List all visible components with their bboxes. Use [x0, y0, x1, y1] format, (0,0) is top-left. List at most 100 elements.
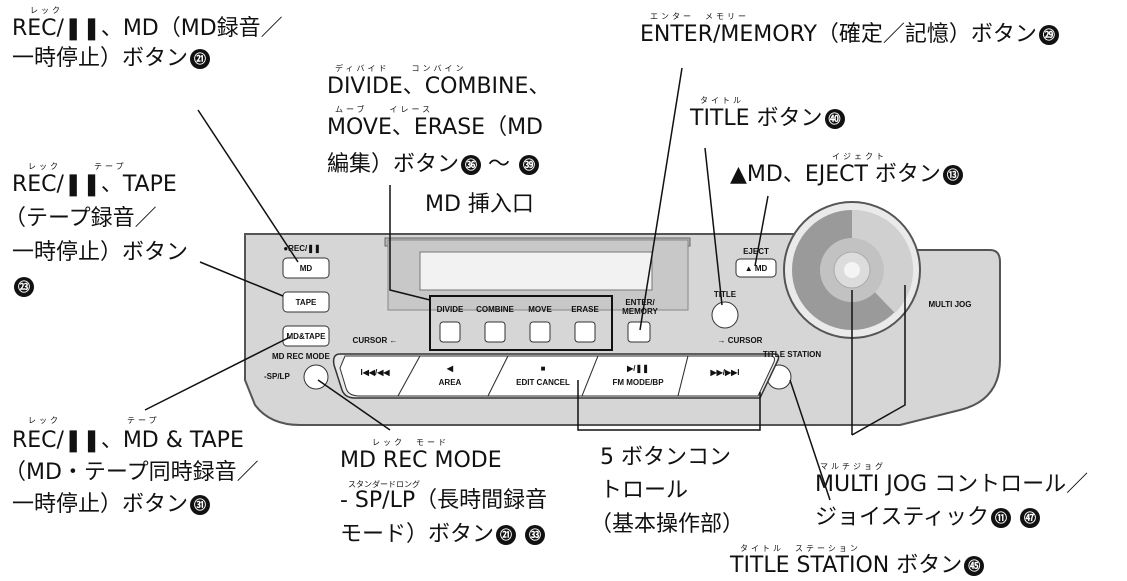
rec-md-line1: REC/❚❚、MD（MD録音／ [12, 16, 283, 41]
area-label: AREA [438, 378, 462, 387]
ref-number: ㉝ [525, 525, 546, 545]
recmode-line2: - SP/LP（長時間録音 [340, 488, 548, 513]
rec-md-ruby: レック [30, 6, 63, 15]
title-ruby: タイトル [700, 96, 744, 105]
play-pause-button[interactable] [581, 355, 689, 397]
recmode-ruby2: スタンダードロング [348, 480, 420, 489]
range-sep: ～ [488, 152, 511, 177]
jog-ruby: マルチジョグ [820, 462, 886, 471]
divide-line2: MOVE、ERASE（MD [327, 115, 543, 140]
edit-cancel-label: EDIT CANCEL [516, 378, 570, 387]
divide-ruby1: ディバイド コンバイン [335, 64, 467, 73]
rec-header-label: ●REC/❚❚ [283, 244, 321, 253]
md-slot[interactable] [419, 251, 653, 291]
ref-number: ㉙ [1038, 25, 1059, 45]
rec-tape-num-row: ㉓ [12, 274, 34, 300]
edit-cancel-button[interactable] [487, 355, 599, 397]
title-button[interactable] [711, 301, 739, 329]
md-slot-label: MD 挿入口 [425, 192, 534, 217]
enter-memory-label: ENTER/ MEMORY [622, 298, 658, 316]
sp-lp-button[interactable] [303, 364, 329, 390]
rec-mdtape-line1: REC/❚❚、MD & TAPE [12, 428, 244, 453]
fm-mode-label: FM MODE/BP [612, 378, 664, 387]
ref-number: ㊵ [824, 109, 845, 129]
tape-button-label: TAPE [295, 298, 317, 307]
enter-line1: ENTER/MEMORY（確定／記憶）ボタン [640, 22, 1037, 47]
play-symbol: ▶/❚❚ [627, 364, 649, 373]
rec-mdtape-ruby: レック テープ [28, 416, 160, 425]
leader-lines [144, 67, 906, 501]
prev-button[interactable] [339, 355, 421, 397]
eject-ruby: イジェクト [832, 152, 887, 161]
ref-number: ㉓ [14, 277, 34, 297]
ref-number: ㉑ [190, 49, 211, 69]
rec-tape-ruby: レック テープ [28, 162, 127, 171]
five-line1: 5 ボタンコン [600, 445, 731, 470]
divide-label: DIVIDE [436, 305, 464, 314]
rec-tape-line1: REC/❚❚、TAPE [12, 172, 177, 197]
station-line1: TITLE STATION ボタン [730, 553, 963, 578]
md-rec-mode-label: MD REC MODE [272, 352, 330, 361]
next-button[interactable] [677, 355, 775, 397]
rec-mdtape-line3: 一時停止）ボタン [12, 492, 189, 517]
station-ruby: タイトル ステーション [740, 544, 861, 553]
sp-lp-label: -SP/LP [264, 372, 290, 381]
rec-tape-line2: （テープ録音／ [4, 206, 157, 231]
rec-md-button[interactable] [282, 257, 330, 279]
area-symbol: ◀ [446, 364, 454, 373]
erase-button[interactable] [574, 321, 596, 343]
eject-button-label: ▲ MD [744, 264, 768, 273]
stop-symbol: ■ [540, 364, 546, 373]
ref-number: ㊱ [461, 155, 482, 175]
eject-label: EJECT [743, 247, 769, 256]
eject-line1: ▲MD、EJECT ボタン [730, 162, 941, 187]
cursor-left-label: CURSOR ← [352, 336, 398, 345]
rec-mdtape-line2: （MD・テープ同時録音／ [4, 460, 259, 485]
ref-number: ㊼ [1020, 508, 1041, 528]
rec-tape-line3: 一時停止）ボタン [12, 240, 189, 265]
prev-label: I◀◀/◀◀ [360, 368, 390, 377]
ref-number: ⑬ [942, 165, 963, 185]
jog-line2: ジョイスティック [815, 505, 990, 530]
erase-label: ERASE [571, 305, 599, 314]
rec-tape-button[interactable] [282, 291, 330, 313]
jog-line1: MULTI JOG コントロール／ [815, 472, 1089, 497]
title-station-label: TITLE STATION [762, 350, 822, 359]
enter-memory-button[interactable] [627, 321, 651, 343]
md-button-label: MD [299, 264, 313, 273]
rec-md-line2: 一時停止）ボタン [12, 46, 189, 71]
move-button[interactable] [529, 321, 551, 343]
recmode-line1: MD REC MODE [340, 448, 502, 473]
enter-ruby: エンター メモリー [650, 12, 749, 21]
multi-jog-label: MULTI JOG [928, 300, 972, 309]
ref-number: ㉛ [190, 495, 211, 515]
combine-button[interactable] [484, 321, 506, 343]
divide-line3: 編集）ボタン [327, 152, 460, 177]
title-label: TITLE [713, 290, 737, 299]
mdtape-button-label: MD&TAPE [286, 332, 326, 341]
ref-number: ㉑ [496, 525, 517, 545]
ref-number: ⑪ [991, 508, 1012, 528]
divide-button[interactable] [439, 321, 461, 343]
title-line1: TITLE ボタン [690, 106, 823, 131]
rec-mdtape-button[interactable] [282, 325, 330, 347]
five-line3: （基本操作部） [590, 512, 745, 537]
combine-label: COMBINE [476, 305, 514, 314]
recmode-ruby1: レック モード [372, 438, 449, 447]
ref-number: ㊺ [964, 556, 985, 576]
next-label: ▶▶/▶▶I [710, 368, 740, 377]
five-line2: トロール [600, 478, 689, 503]
cursor-right-label: → CURSOR [717, 336, 763, 345]
recmode-line3: モード）ボタン [340, 522, 495, 547]
divide-line1: DIVIDE、COMBINE、 [327, 74, 551, 99]
divide-ruby2: ムーブ イレース [335, 105, 434, 114]
